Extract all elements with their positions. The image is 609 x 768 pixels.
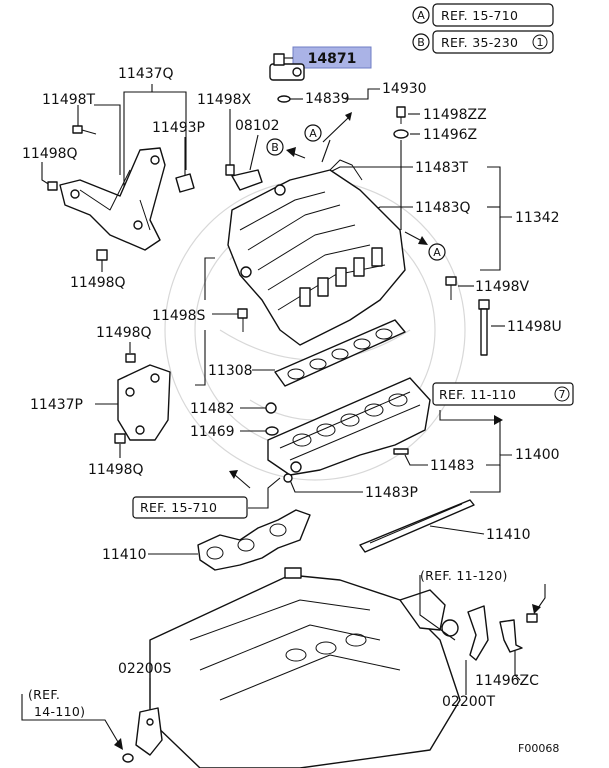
- gasket-11410-left: [197, 509, 311, 571]
- svg-text:B: B: [271, 141, 279, 154]
- map-sensor-part: [269, 53, 305, 81]
- bracket-11437P: [117, 364, 171, 441]
- bolt-11498Q-a: [47, 181, 58, 191]
- label-11498Q-b: 11498Q: [70, 275, 126, 291]
- legend-a: A REF. 15-710: [412, 3, 554, 27]
- label-11498X: 11498X: [197, 92, 252, 108]
- stud-11483: [393, 448, 409, 455]
- label-11498U: 11498U: [507, 319, 562, 335]
- bolt-11498Q-d: [114, 433, 126, 444]
- bracket-02200T: [467, 605, 489, 661]
- label-11498S: 11498S: [152, 308, 206, 324]
- svg-text:REF. 11-110: REF. 11-110: [439, 387, 516, 402]
- label-11483Q: 11483Q: [415, 200, 471, 216]
- ref-14-110-label-a: (REF.: [28, 687, 60, 702]
- label-11437P: 11437P: [30, 397, 83, 413]
- label-11498V: 11498V: [475, 279, 530, 295]
- bolt-11498V: [445, 276, 457, 300]
- gasket-11410-right: [359, 499, 475, 553]
- label-11469: 11469: [190, 424, 235, 440]
- diagram-code: F00068: [518, 742, 559, 755]
- label-11498Q-c: 11498Q: [96, 325, 152, 341]
- bracket-02200S: [135, 707, 163, 756]
- label-11498Q-a: 11498Q: [22, 146, 78, 162]
- svg-text:A: A: [433, 246, 441, 259]
- label-11482: 11482: [190, 401, 235, 417]
- bolt-11498T: [72, 125, 97, 135]
- label-02200S: 02200S: [118, 661, 172, 677]
- legend-a-key: A: [417, 9, 425, 22]
- legend-b-text: REF. 35-230: [441, 35, 518, 50]
- ref-14-110-label-b: 14-110): [34, 704, 85, 719]
- bolt-11498Q-b: [96, 249, 108, 261]
- svg-text:A: A: [309, 127, 317, 140]
- label-11483T: 11483T: [415, 160, 469, 176]
- bolt-11498S: [237, 308, 248, 332]
- svg-text:7: 7: [559, 388, 566, 401]
- lower-manifold-11400: [267, 377, 431, 476]
- ref-15-710-box: REF. 15-710: [132, 496, 248, 519]
- ref-11-120-label: (REF. 11-120): [420, 568, 508, 583]
- spacer-11493P: [175, 173, 195, 193]
- legend-a-text: REF. 15-710: [441, 8, 518, 23]
- label-11342: 11342: [515, 210, 560, 226]
- bolt-02200S: [122, 753, 134, 763]
- label-11400: 11400: [515, 447, 560, 463]
- label-11410-b: 11410: [486, 527, 531, 543]
- label-11498Q-d: 11498Q: [88, 462, 144, 478]
- nut-11482: [265, 402, 277, 414]
- bolt-11498U: [478, 299, 490, 356]
- label-11496ZC: 11496ZC: [475, 673, 539, 689]
- callout-A-top: A: [304, 124, 322, 142]
- label-11410-a: 11410: [102, 547, 147, 563]
- bolt-11498X: [225, 164, 235, 176]
- washer-11469: [265, 426, 279, 436]
- o-ring-14839: [277, 95, 291, 103]
- label-11308: 11308: [208, 363, 253, 379]
- label-11483P: 11483P: [365, 485, 418, 501]
- ref-11-110-box: REF. 11-110 7: [432, 382, 574, 406]
- part-14871-label: 14871: [308, 51, 357, 67]
- label-11493P: 11493P: [152, 120, 205, 136]
- intake-manifold-11342: [227, 159, 406, 346]
- label-14930: 14930: [382, 81, 427, 97]
- callout-B: B: [266, 138, 284, 156]
- part-14871-highlight[interactable]: 14871: [292, 46, 372, 69]
- legend-b-suffix: 1: [537, 36, 544, 49]
- callout-A-right: A: [428, 243, 446, 261]
- label-11498T: 11498T: [42, 92, 96, 108]
- clip-11496ZC: [499, 613, 538, 653]
- gasket-11308: [274, 319, 406, 387]
- legend-b-key: B: [417, 36, 425, 49]
- label-02200T: 02200T: [442, 694, 496, 710]
- bolt-11498Q-c: [125, 353, 136, 363]
- stud-11483P: [283, 473, 293, 483]
- legend-b: B REF. 35-230 1: [412, 30, 554, 54]
- label-11437Q: 11437Q: [118, 66, 174, 82]
- label-11498ZZ: 11498ZZ: [423, 107, 487, 123]
- clip-11496Z: [393, 129, 409, 139]
- engine-block: [149, 567, 461, 768]
- label-14839: 14839: [305, 91, 350, 107]
- label-11496Z: 11496Z: [423, 127, 477, 143]
- bracket-11437Q: [59, 147, 166, 251]
- label-08102: 08102: [235, 118, 280, 134]
- svg-text:REF. 15-710: REF. 15-710: [140, 500, 217, 515]
- label-11483: 11483: [430, 458, 475, 474]
- bracket-08102: [231, 169, 263, 191]
- bolt-11498ZZ: [396, 106, 406, 124]
